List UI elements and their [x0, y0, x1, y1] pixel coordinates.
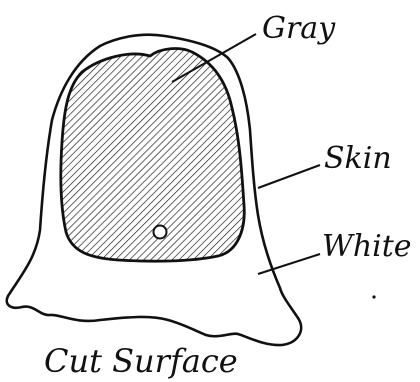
skin-leader-line — [258, 165, 320, 188]
caption-text: Cut Surface — [44, 342, 238, 380]
gray-region — [61, 49, 244, 262]
skin-label: Skin — [324, 141, 392, 176]
white-label: White — [322, 229, 412, 264]
speck-dot — [372, 295, 375, 298]
hole-circle — [154, 226, 167, 239]
gray-label: Gray — [262, 11, 336, 46]
